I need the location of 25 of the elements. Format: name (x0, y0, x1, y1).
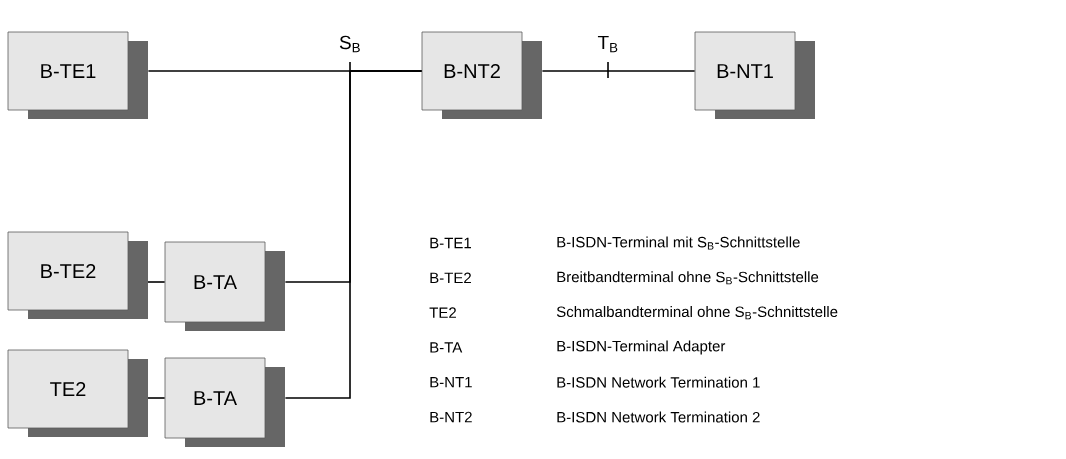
terminal-box: B-TA (164, 357, 285, 447)
legend-description: B-ISDN-Terminal Adapter (557, 340, 726, 355)
reference-point-label: S$_{B}$ (339, 35, 360, 53)
terminal-box: B-NT2 (421, 31, 542, 119)
legend-term: B-NT1 (430, 377, 472, 388)
terminal-box: B-TE2 (7, 231, 148, 319)
terminal-box: B-NT1 (694, 31, 815, 119)
reference-point-label: T$_{B}$ (597, 35, 618, 53)
legend-term: TE2 (429, 307, 456, 318)
legend-term: B-TA (430, 342, 463, 353)
legend-description: Schmalbandterminal ohne S$_{B}$-Schnittstelle (556, 306, 838, 320)
legend-term: B-NT2 (430, 411, 472, 423)
legend-description: Breitbandterminal ohne S$_{B}$-Schnittstelle (557, 271, 819, 285)
legend-description: B-ISDN Network Termination 2 (557, 411, 760, 423)
legend-description: B-ISDN Network Termination 1 (557, 376, 760, 388)
legend-term: B-TE1 (430, 237, 471, 249)
connection-line (147, 281, 166, 283)
terminal-box: B-TE1 (7, 31, 148, 119)
terminal-box: TE2 (7, 349, 148, 437)
connection-line (147, 397, 166, 399)
connection-line (541, 70, 696, 72)
terminal-box: B-TA (164, 241, 285, 331)
legend-term: B-TE2 (430, 272, 471, 284)
connection-line (284, 70, 423, 399)
legend-description: B-ISDN-Terminal mit S$_{B}$-Schnittstelle (557, 236, 800, 250)
